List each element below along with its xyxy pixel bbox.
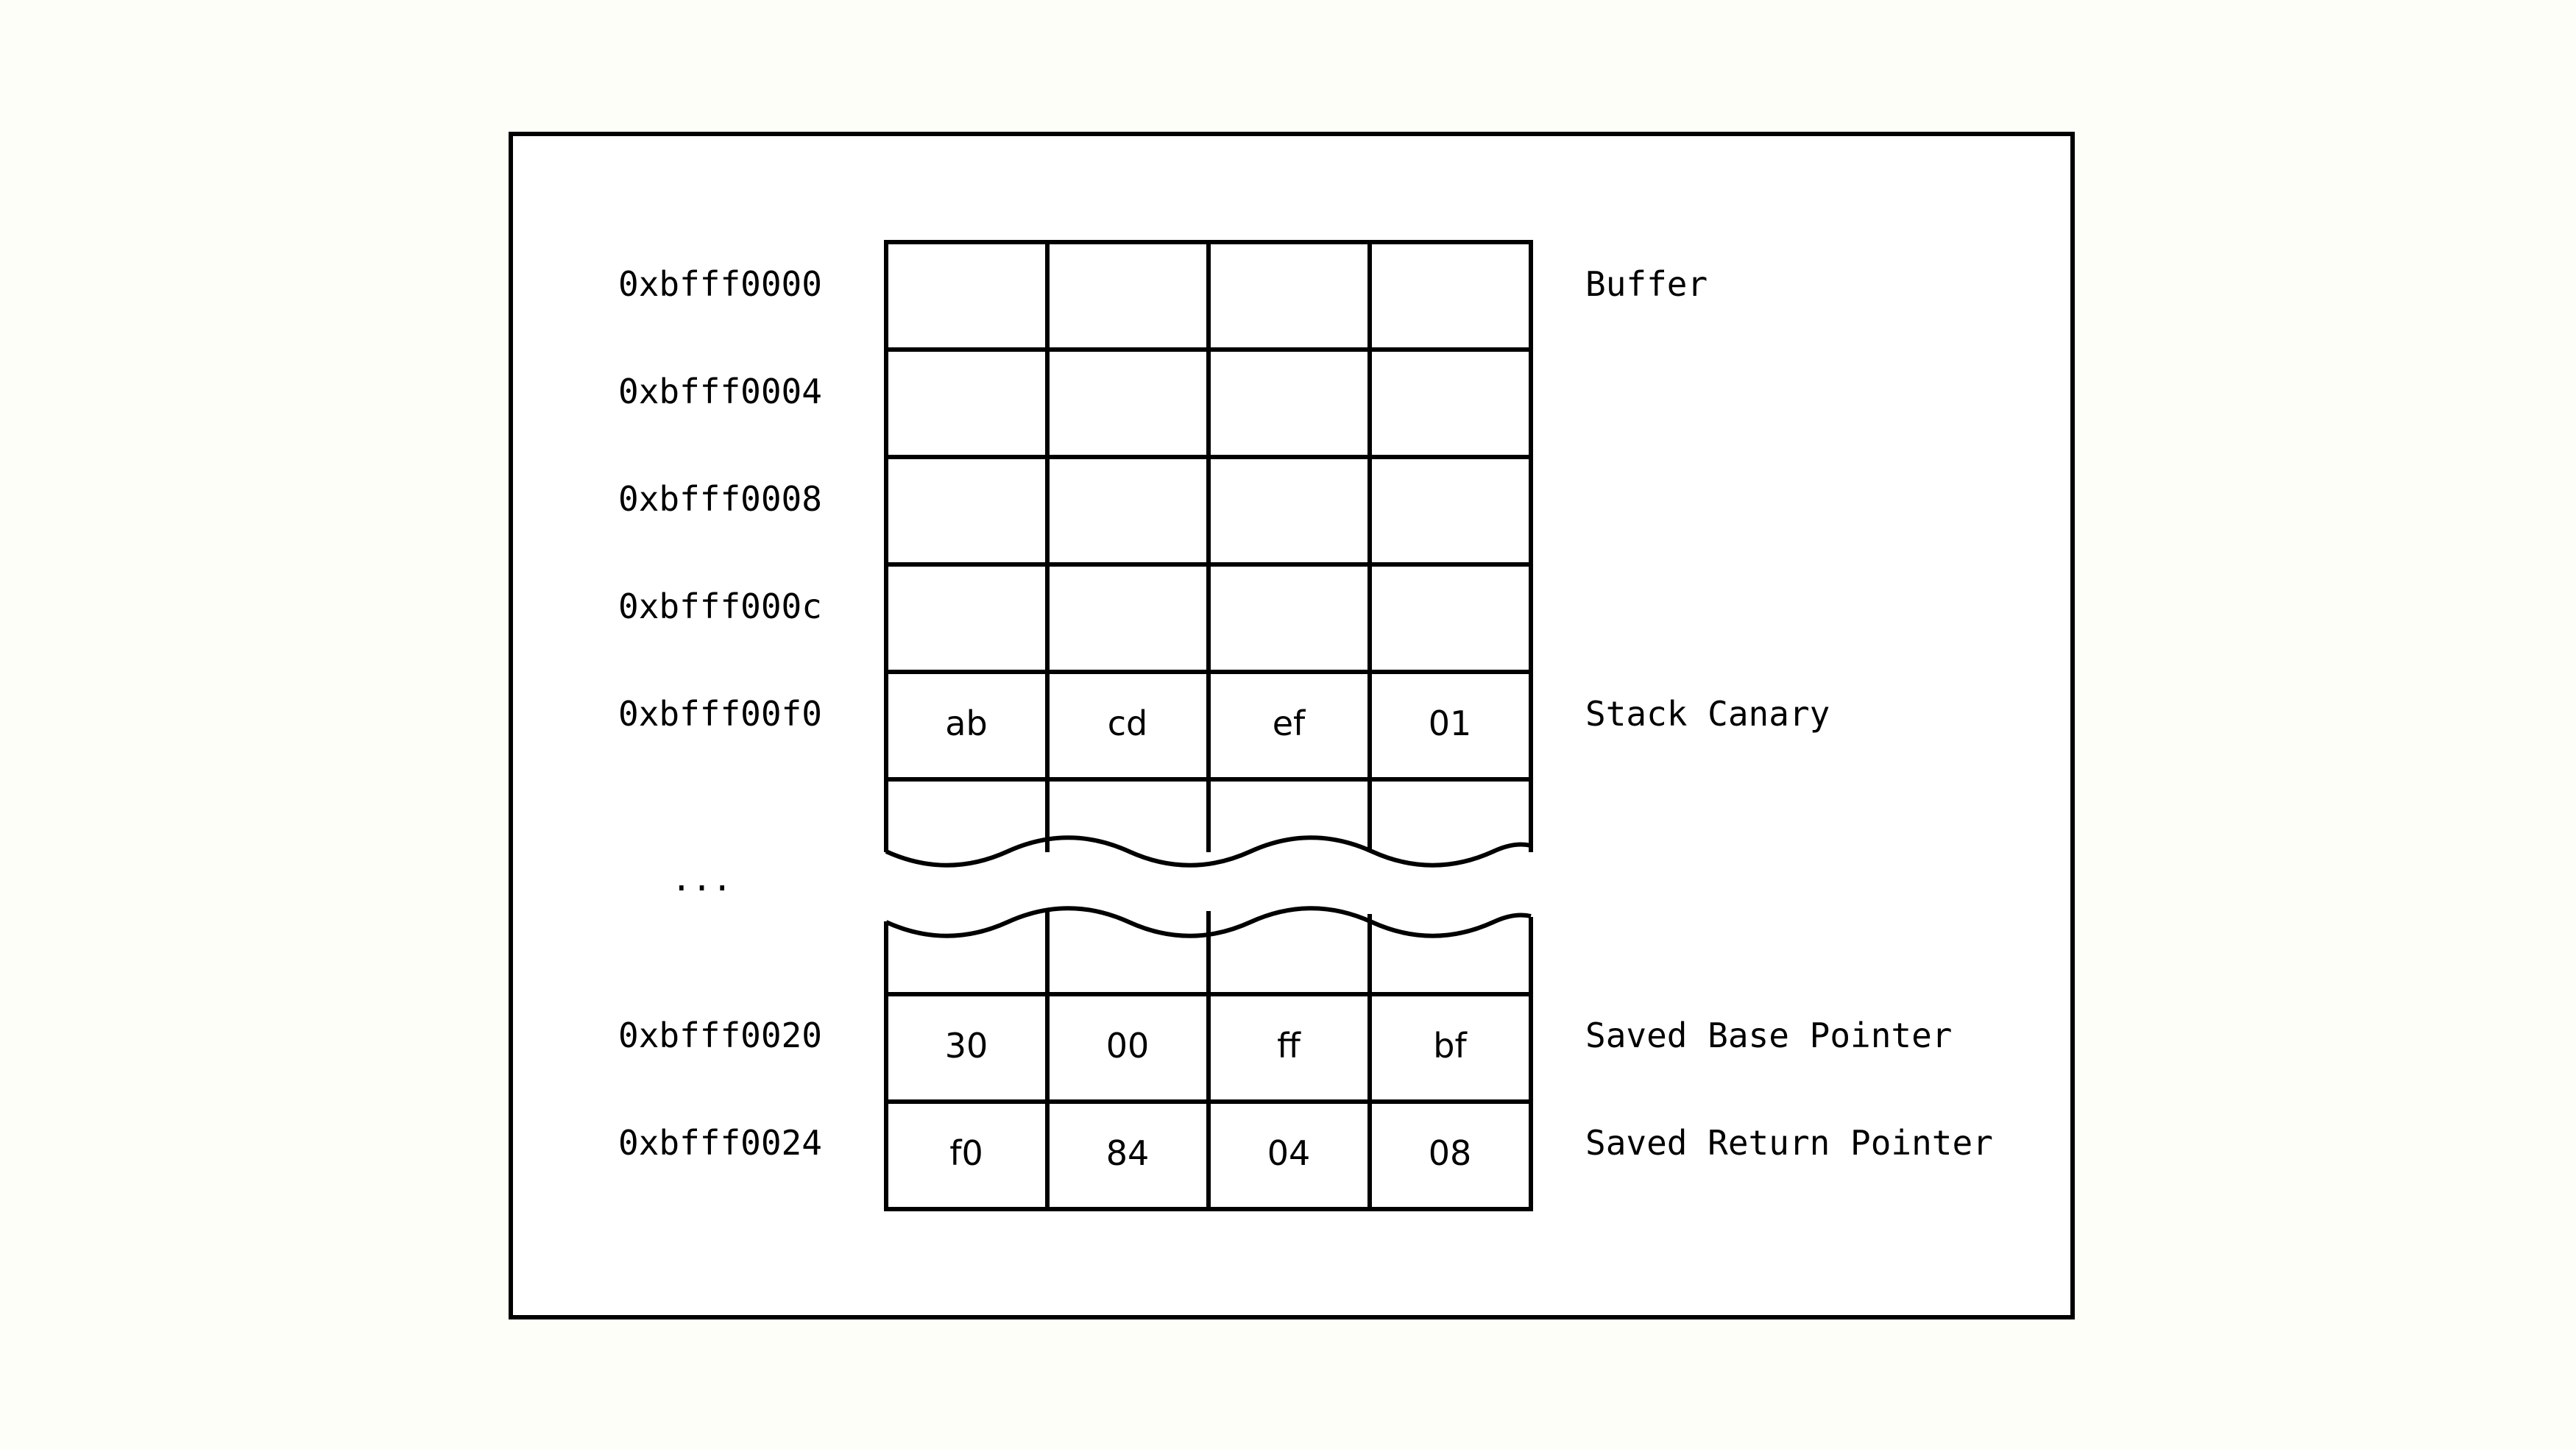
ellipsis-label: ... [671,859,732,899]
byte-cell: ab [945,704,987,743]
byte-cell: cd [1108,704,1148,743]
address-label-0: 0xbfff0000 [618,264,822,304]
region-label-stack-canary: Stack Canary [1585,694,1830,734]
byte-cell: 04 [1267,1133,1311,1173]
address-label-4: 0xbfff00f0 [618,694,822,734]
byte-cell: 08 [1429,1133,1472,1173]
byte-cell: ff [1277,1026,1301,1066]
upper-break-wave [885,835,1532,868]
diagram-frame [509,132,2075,1319]
region-label-buffer: Buffer [1585,264,1708,304]
byte-cell: bf [1433,1026,1468,1066]
address-label-3: 0xbfff000c [618,587,822,626]
byte-cell: f0 [949,1133,983,1173]
address-label-2: 0xbfff0008 [618,479,822,519]
address-label-7: 0xbfff0020 [618,1016,822,1055]
byte-cell: 84 [1106,1133,1150,1173]
byte-cell: 30 [945,1026,988,1066]
byte-cell: 00 [1106,1026,1150,1066]
lower-break-wave [885,906,1532,938]
region-label-saved-return-pointer: Saved Return Pointer [1585,1123,1993,1163]
address-label-1: 0xbfff0004 [618,372,822,411]
byte-cell: 01 [1429,704,1472,743]
region-label-saved-base-pointer: Saved Base Pointer [1585,1016,1953,1055]
address-label-8: 0xbfff0024 [618,1123,822,1163]
byte-cell: ef [1273,704,1306,743]
